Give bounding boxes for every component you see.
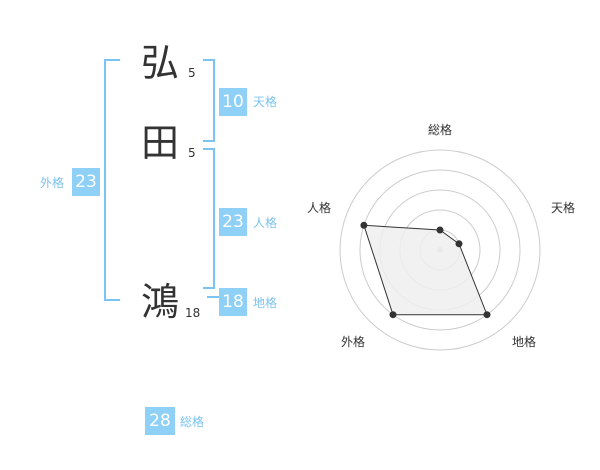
tenkaku-badge: 10 [219,88,247,116]
chikaku-label: 地格 [253,296,278,310]
radar-point-3 [389,311,397,319]
soukaku-label: 総格 [180,415,205,429]
jinkaku-badge: 23 [219,208,247,236]
radar-axis-label-tenkaku: 天格 [551,201,576,215]
radar-axis-label-gaikaku: 外格 [341,335,366,349]
jinkaku-bracket [203,148,215,289]
name-char-2: 田 [141,121,180,165]
chikaku-connector [207,296,219,298]
radar-axis-label-jinkaku: 人格 [307,201,332,215]
radar-point-4 [360,221,368,229]
name-char-3: 鴻 [141,280,180,324]
radar-points [360,221,491,319]
name-char-2-strokes: 5 [188,146,196,160]
chikaku-badge: 18 [219,288,247,316]
radar-ring [339,149,541,351]
radar-point-2 [483,311,491,319]
name-char-1-strokes: 5 [188,66,196,80]
gaikaku-bracket [104,59,120,301]
radar-axis-label-chikaku: 地格 [512,335,537,349]
tenkaku-bracket [203,59,215,142]
radar-axis-label-soukaku: 総格 [428,123,453,137]
gaikaku-badge: 23 [72,168,100,196]
radar-point-1 [455,240,463,248]
name-char-1: 弘 [141,41,180,85]
name-char-3-strokes: 18 [185,306,201,320]
radar-ring [359,169,521,331]
jinkaku-label: 人格 [253,216,278,230]
tenkaku-label: 天格 [253,95,278,109]
radar-data-polygon [363,224,488,316]
gaikaku-label: 外格 [40,176,65,190]
soukaku-badge: 28 [145,407,175,435]
radar-point-0 [436,226,444,234]
